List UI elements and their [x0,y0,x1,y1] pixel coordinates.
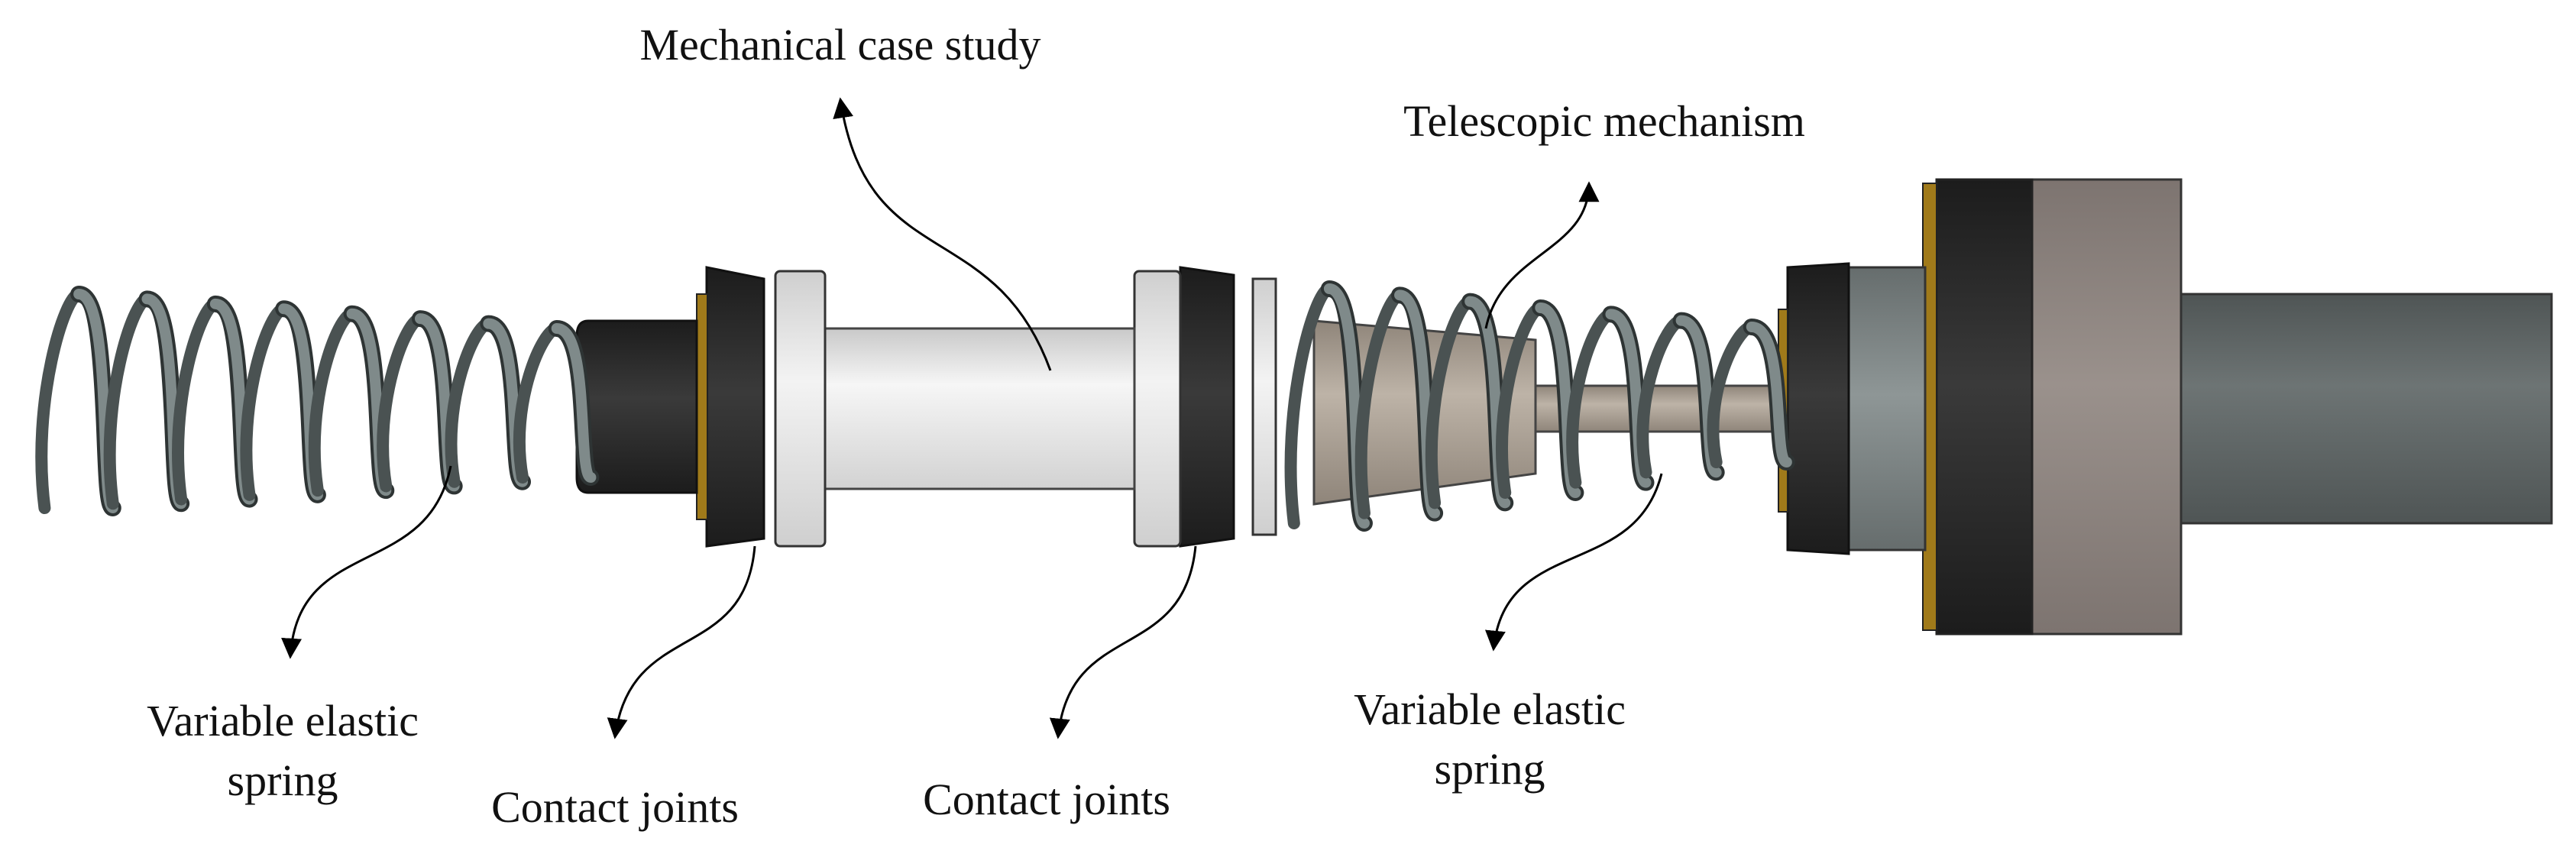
left-rubber-ring [705,266,765,548]
output-shaft [2176,293,2553,525]
label-spring-right-line1: Variable elastic [1354,684,1626,734]
housing-dark-ring [1935,178,2034,636]
spring-coil-back [1354,289,1406,519]
label-spring-left: Variable elastic spring [115,691,451,810]
arrow-spring-right [1485,473,1663,652]
spring-coil-front [551,323,597,483]
spring-coil-back [308,307,358,497]
left-brass-washer [696,293,708,520]
arrow-telescopic [1484,181,1600,329]
label-telescopic-mechanism: Telescopic mechanism [1403,96,1805,146]
right-contact-ring [1786,262,1850,555]
arrow-case-study [833,97,1052,371]
spring-coil-back [172,297,222,506]
label-contact-joints-right: Contact joints [923,775,1170,824]
arrow-contact-left [607,545,756,739]
label-mechanical-case-study: Mechanical case study [639,20,1041,70]
spring-coil-back [445,317,495,488]
label-spring-left-line1: Variable elastic [147,696,419,746]
spring-coil-front [1746,322,1792,467]
spring-coil-back [240,302,290,501]
left-flange [774,270,827,548]
grey-cap [1847,266,1927,552]
right-variable-spring [1284,280,1795,532]
label-spring-right-line2: spring [1434,744,1545,794]
middle-flange [1133,270,1182,548]
label-contact-joints-left: Contact joints [491,782,739,832]
spring-coil-back [377,312,426,493]
middle-rubber-ring [1179,266,1235,548]
arrow-spring-left [281,465,452,659]
arrow-contact-right [1049,545,1197,739]
spring-coil-back [513,322,563,484]
label-spring-left-line2: spring [227,755,338,805]
spring-coil-back [1284,283,1335,529]
label-spring-right: Variable elastic spring [1314,680,1665,799]
spring-coil-back [103,293,154,510]
middle-right-flange [1251,277,1277,536]
spring-coil-back [35,288,86,514]
case-study-tube [824,327,1136,490]
left-variable-spring [35,286,600,516]
housing-cylinder [2031,178,2183,636]
left-end-cap [575,319,698,494]
